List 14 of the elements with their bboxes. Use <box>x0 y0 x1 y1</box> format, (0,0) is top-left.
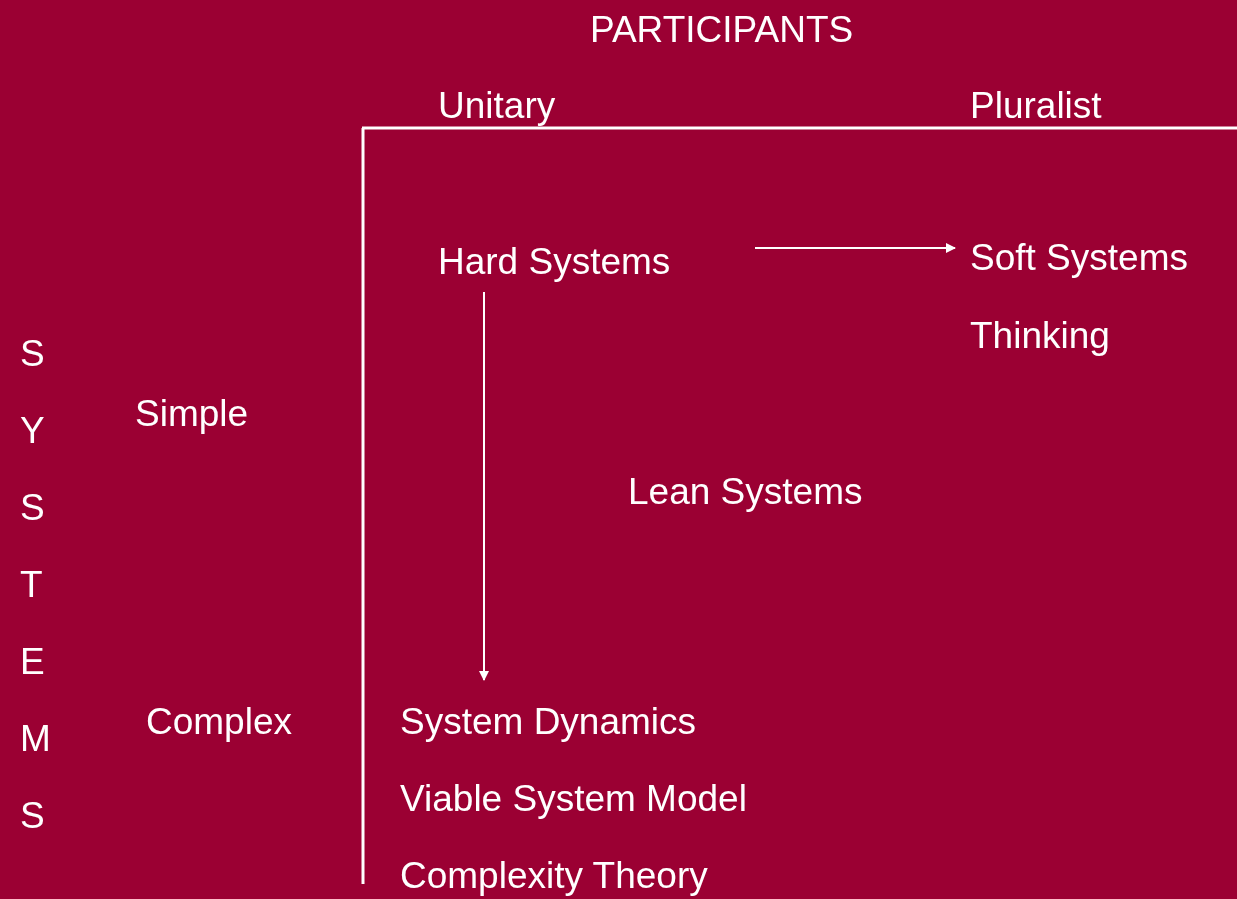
axis-title: SYSTEMS <box>20 332 48 838</box>
arrow <box>479 291 489 681</box>
axis-title: PARTICIPANTS <box>590 8 854 52</box>
node-text: System Dynamics <box>392 680 752 750</box>
quadrant-text: Lean Systems <box>628 470 863 514</box>
node-text: Soft Systems Thinking <box>955 219 1237 375</box>
node-text: Hard Systems <box>430 236 752 292</box>
quadrant-text: Viable System Model <box>400 777 747 821</box>
arrow <box>754 243 956 253</box>
column-heading: Unitary <box>438 84 556 128</box>
row-heading: Simple <box>135 392 249 436</box>
column-heading: Pluralist <box>970 84 1102 128</box>
row-heading: Complex <box>146 700 292 744</box>
quadrant-text: Complexity Theory <box>400 854 708 898</box>
